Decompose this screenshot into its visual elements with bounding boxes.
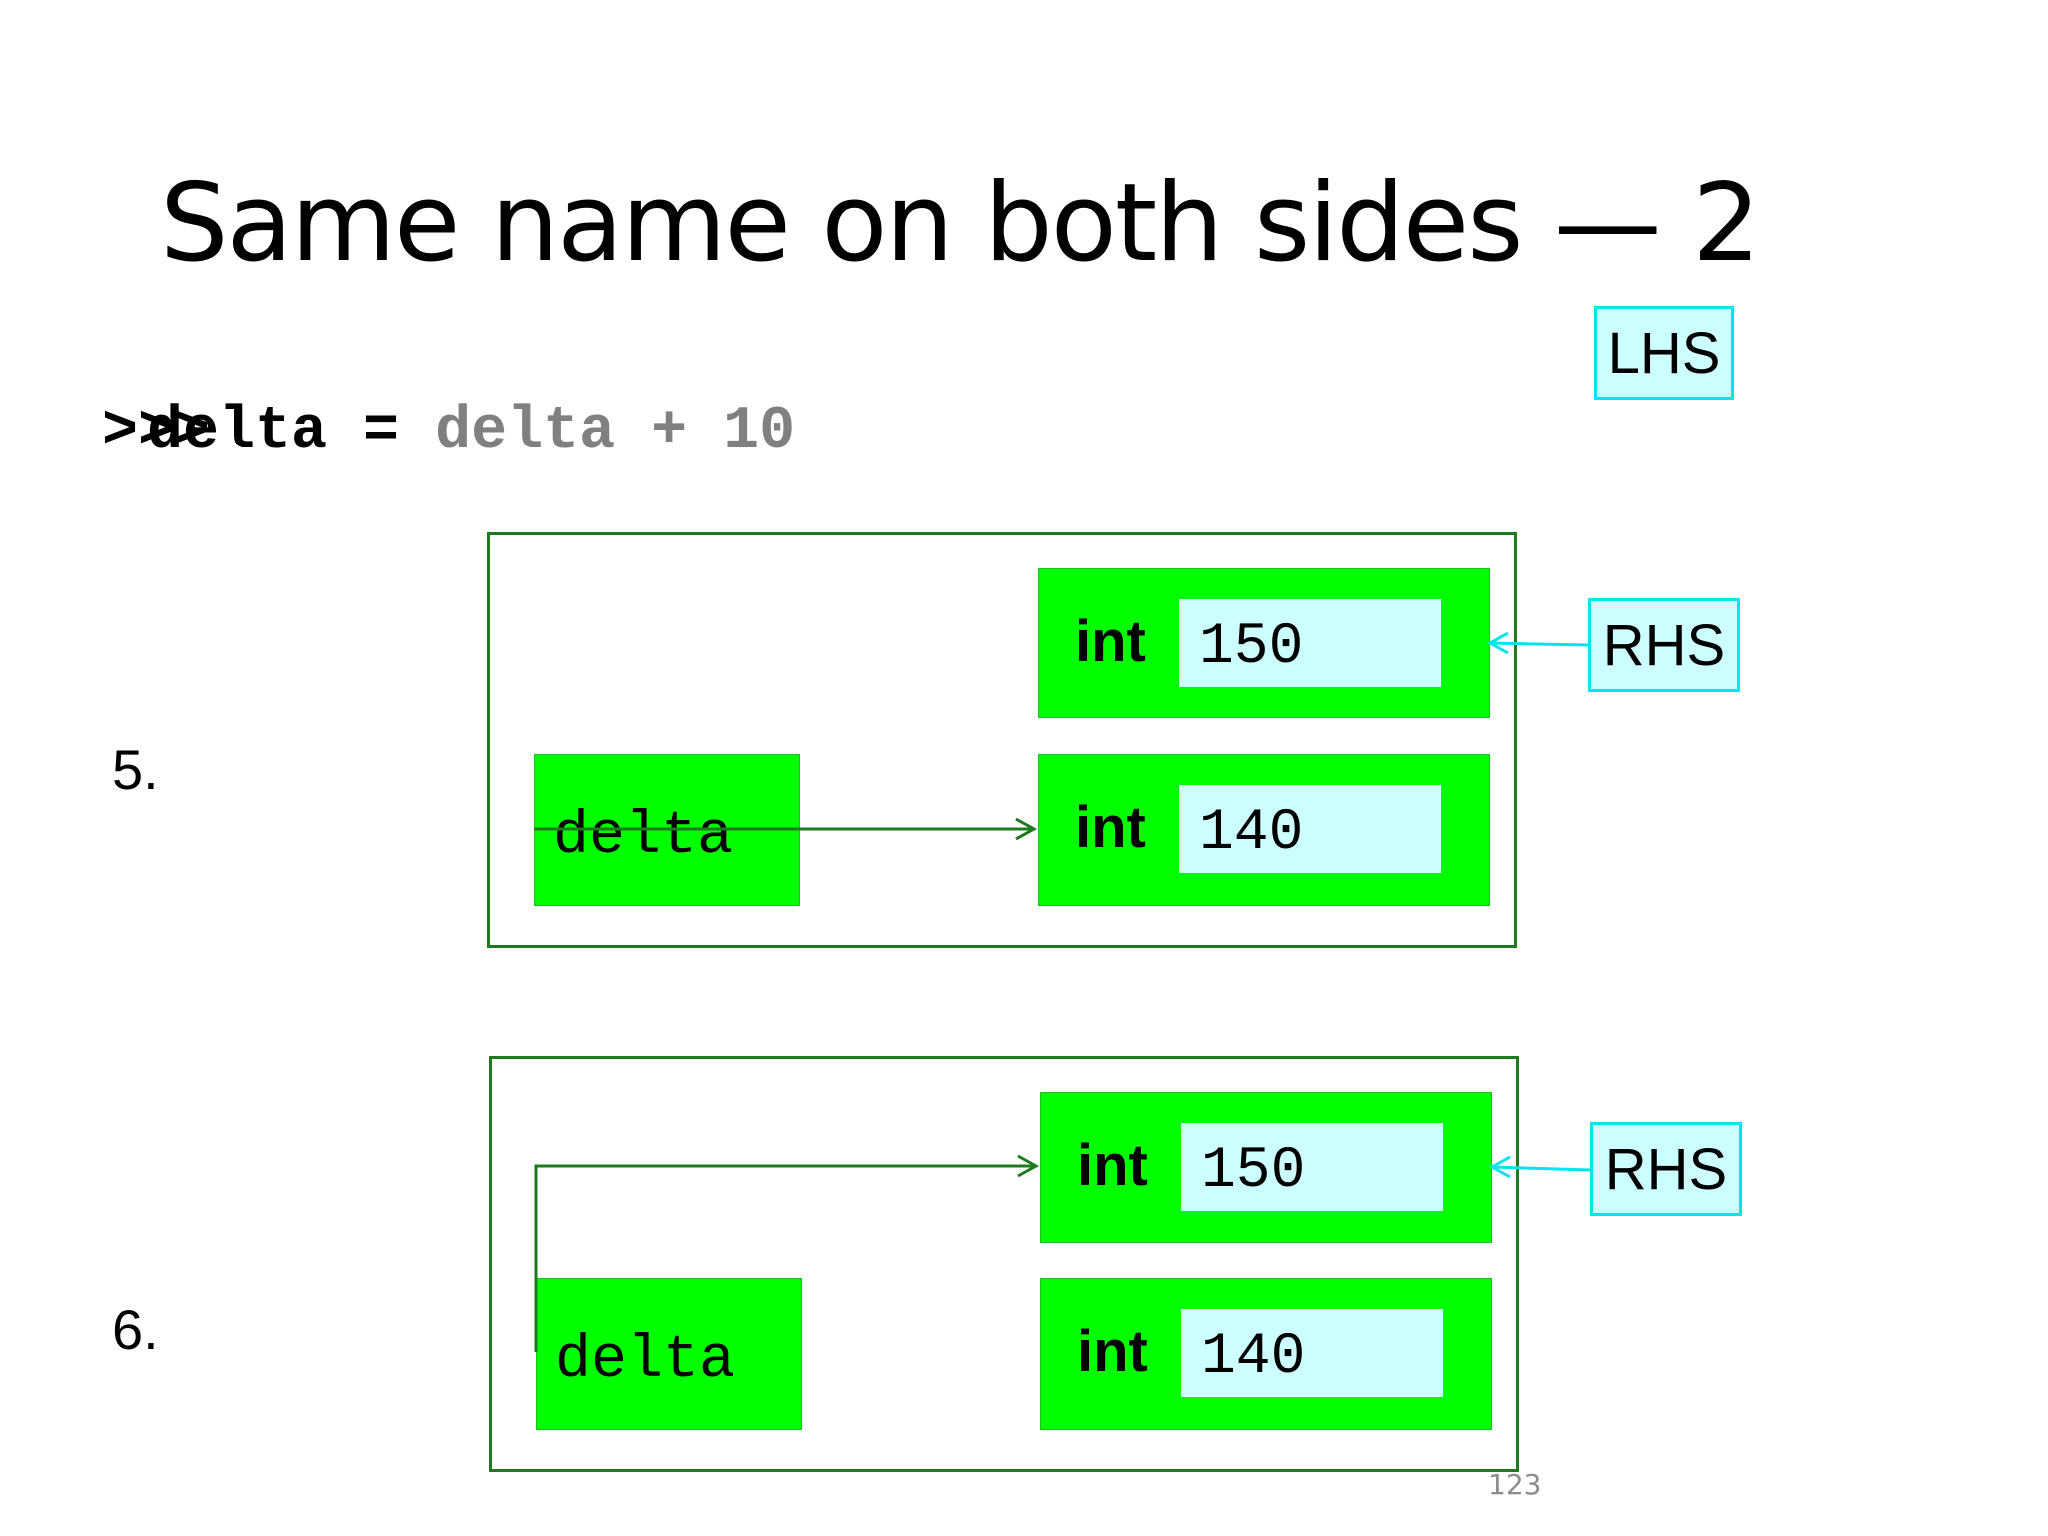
step-number: 6. (112, 1298, 159, 1361)
rhs-label: RHS (1588, 598, 1740, 692)
rhs-arrow (1488, 1155, 1591, 1179)
rhs-label: RHS (1590, 1122, 1742, 1216)
value-cell: 150 (1179, 599, 1441, 687)
type-label: int (1077, 1319, 1148, 1384)
type-label: int (1075, 609, 1146, 674)
rhs-arrow (1486, 631, 1589, 655)
python-prompt: >>> (102, 398, 211, 466)
int-object: int 150 (1038, 568, 1490, 718)
variable-box: delta (536, 1278, 802, 1430)
value-cell: 150 (1181, 1123, 1443, 1211)
slide-title: Same name on both sides — 2 (160, 161, 1761, 286)
reference-arrow (534, 817, 1038, 841)
assignment-statement: delta = delta + 10 (147, 402, 795, 462)
memory-frame (487, 532, 1517, 948)
step-number: 5. (112, 738, 159, 801)
value-cell: 140 (1181, 1309, 1443, 1397)
reference-arrow (534, 1154, 1040, 1352)
page-number: 123 (1488, 1468, 1542, 1501)
value-cell: 140 (1179, 785, 1441, 873)
int-object: int 150 (1040, 1092, 1492, 1243)
lhs-label: LHS (1594, 306, 1734, 400)
type-label: int (1077, 1133, 1148, 1198)
code-lhs: delta (147, 398, 328, 466)
int-object: int 140 (1038, 754, 1490, 906)
code-equals: = (327, 398, 436, 466)
int-object: int 140 (1040, 1278, 1492, 1430)
memory-frame (489, 1056, 1519, 1472)
type-label: int (1075, 795, 1146, 860)
code-rhs: delta + 10 (435, 398, 796, 466)
